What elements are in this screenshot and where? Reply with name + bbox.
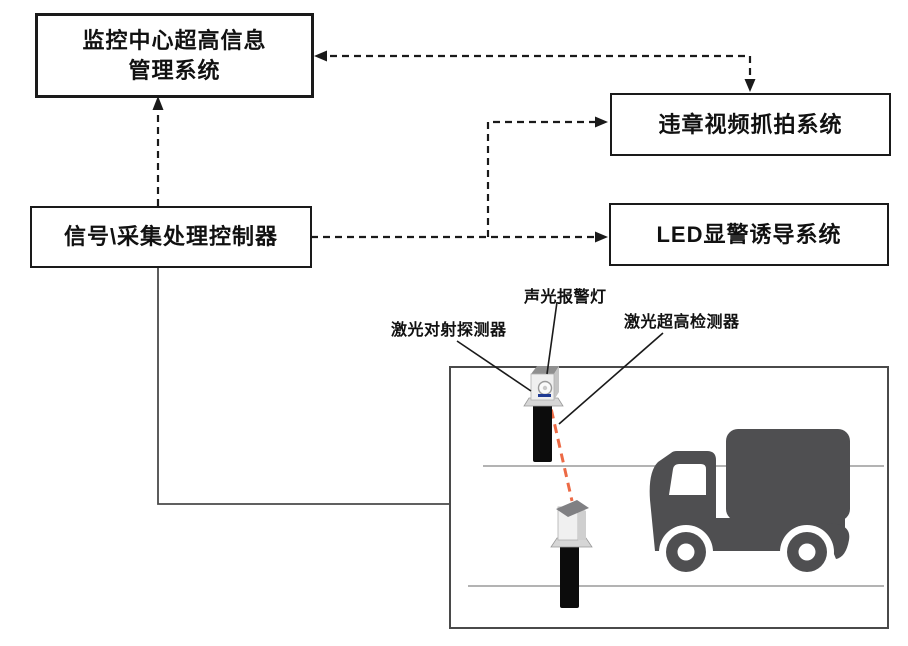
box-video-capture-label: 违章视频抓拍系统 (658, 111, 843, 137)
box-monitor-center-line2: 管理系统 (128, 57, 221, 83)
pointer-beam-detector (456, 340, 532, 392)
dashed-connectors (156, 54, 752, 239)
box-controller-label: 信号\采集处理控制器 (63, 224, 279, 250)
arrowhead-up-into-monitor (152, 96, 164, 110)
truck-silhouette (649, 429, 850, 579)
box-video-capture: 违章视频抓拍系统 (610, 93, 891, 156)
upper-detector-side (554, 366, 559, 400)
upper-detector-pole (533, 404, 552, 462)
box-monitor-center-line1: 监控中心超高信息 (82, 27, 267, 53)
truck-rear-hub (798, 543, 816, 561)
upper-detector-blue-stripe (538, 394, 551, 397)
upper-detector (523, 366, 564, 462)
callout-alarm-light: 声光报警灯 (524, 289, 607, 306)
box-controller: 信号\采集处理控制器 (30, 206, 312, 268)
box-led-guidance-label: LED显警诱导系统 (656, 221, 842, 247)
upper-detector-top (531, 366, 559, 374)
connector-controller-to-photo (157, 268, 449, 505)
truck-rear-fender (826, 523, 850, 559)
lower-detector-top (556, 500, 589, 517)
lower-detector-pole (560, 545, 579, 608)
callout-overheight-detector: 激光超高检测器 (624, 314, 740, 331)
truck-front-hub (677, 543, 695, 561)
box-led-guidance: LED显警诱导系统 (609, 203, 889, 266)
lower-detector-side (578, 507, 586, 540)
arrowhead-right-into-capture (595, 116, 608, 128)
truck-cargo-box (726, 429, 850, 521)
truck-window (669, 464, 706, 495)
arrowheads (152, 50, 756, 243)
pointer-alarm-light (546, 301, 558, 375)
box-monitor-center: 监控中心超高信息 管理系统 (35, 13, 314, 98)
arrowhead-left-into-monitor (314, 50, 327, 62)
pointer-overheight-detector (558, 332, 664, 425)
arrowhead-down-into-capture (744, 79, 756, 92)
callout-beam-detector: 激光对射探测器 (391, 322, 507, 339)
lower-detector (550, 500, 593, 608)
arrowhead-right-into-led (595, 231, 608, 243)
upper-detector-lens-core (542, 385, 548, 391)
connector-capture-to-monitor (318, 54, 752, 80)
connector-controller-to-capture (486, 120, 596, 237)
callout-pointer-lines (456, 301, 664, 425)
